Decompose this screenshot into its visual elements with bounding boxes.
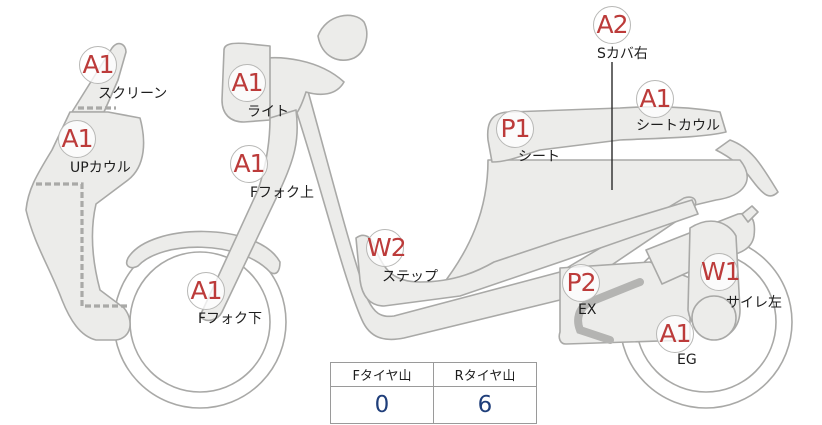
part-label-screen: スクリーン	[98, 86, 168, 102]
rank-badge-exhaust: P2	[562, 264, 600, 302]
tire-tread-table: Fタイヤ山 Rタイヤ山 0 6	[330, 362, 537, 424]
rear-tread-value: 6	[433, 386, 537, 424]
part-label-seat-cowl: シートカウル	[636, 118, 720, 134]
front-tread-value: 0	[330, 386, 434, 424]
engine-hub	[691, 295, 737, 341]
part-label-up-cowl: UPカウル	[70, 160, 131, 176]
rank-badge-screen: A1	[79, 46, 117, 84]
rank-badge-s-cover-right: A2	[593, 6, 631, 44]
part-label-f-fork-lower: Fフォク下	[198, 311, 263, 327]
part-label-exhaust: EX	[578, 302, 597, 318]
rank-badge-f-fork-upper: A1	[230, 145, 268, 183]
rank-badge-f-fork-lower: A1	[187, 272, 225, 310]
rank-badge-light: A1	[228, 64, 266, 102]
cowl-seam	[36, 182, 130, 308]
exhaust-pipe	[574, 278, 644, 344]
part-label-f-fork-upper: Fフォク上	[250, 185, 315, 201]
rank-badge-silencer-left: W1	[700, 253, 741, 291]
rank-badge-step: W2	[366, 229, 407, 267]
front-tread-header: Fタイヤ山	[330, 362, 434, 387]
shock-absorber	[741, 205, 759, 223]
rank-badge-up-cowl: A1	[58, 120, 96, 158]
part-label-light: ライト	[247, 104, 289, 120]
rank-badge-seat-cowl: A1	[636, 80, 674, 118]
rank-badge-seat: P1	[496, 110, 534, 148]
part-label-silencer-left: サイレ左	[726, 295, 782, 311]
front-cowl	[25, 111, 145, 341]
part-label-seat: シート	[518, 149, 560, 165]
rank-badge-engine: A1	[656, 315, 694, 353]
part-label-step: ステップ	[382, 269, 438, 285]
part-label-engine: EG	[677, 352, 697, 368]
rear-tread-header: Rタイヤ山	[433, 362, 537, 387]
part-label-s-cover-right: Sカバ右	[597, 46, 648, 62]
handlebar-mirror	[317, 14, 368, 61]
